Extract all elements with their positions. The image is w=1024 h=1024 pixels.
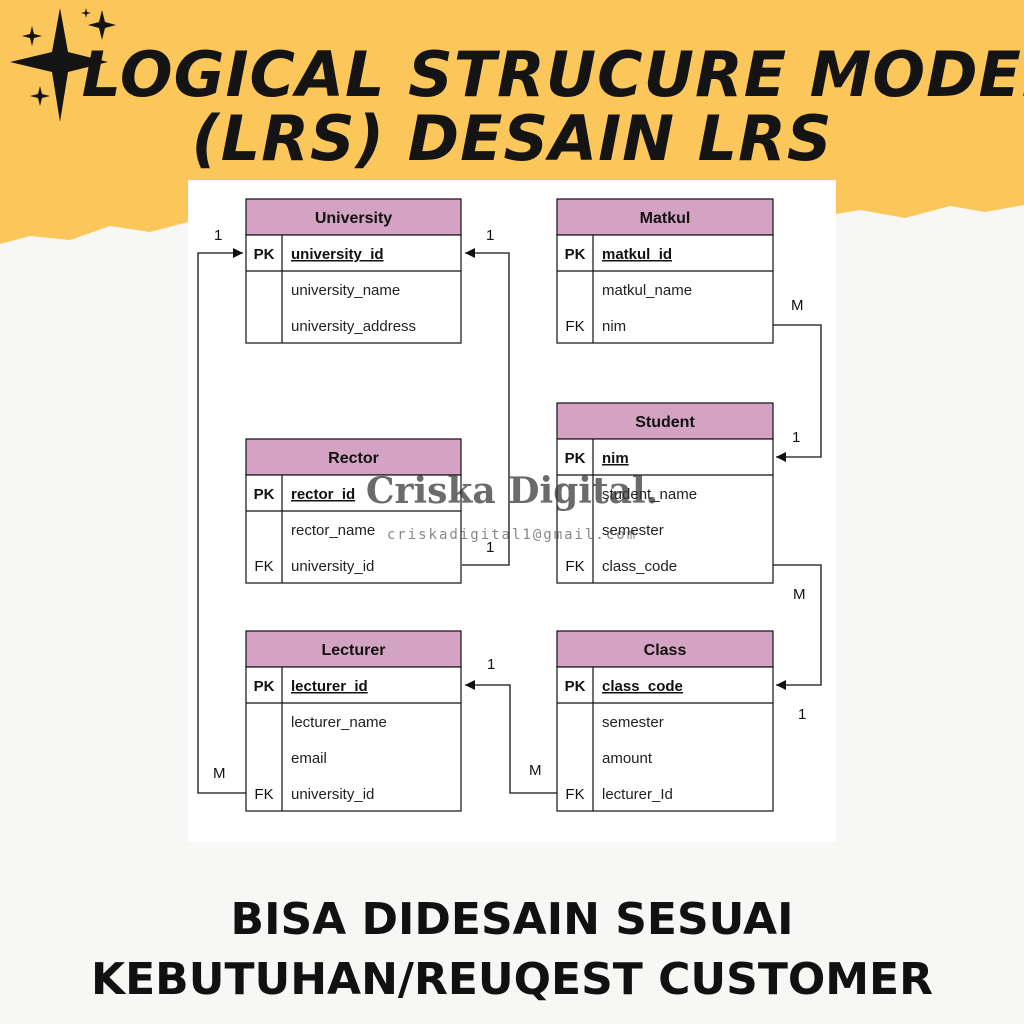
connector-rector-university [462, 248, 510, 566]
entity-rector[interactable]: Rector PK rector_id rector_name FK unive… [245, 438, 462, 584]
entity-title: Matkul [640, 210, 691, 227]
attribute: matkul_name [602, 282, 692, 299]
pk-attribute: lecturer_id [291, 678, 368, 695]
entity-title: Class [644, 642, 687, 659]
pk-label: PK [254, 246, 275, 263]
entity-title: Lecturer [321, 642, 385, 659]
fk-label: FK [254, 786, 273, 803]
pk-attribute: nim [602, 450, 629, 467]
connector-lecturer-university [197, 248, 246, 794]
cardinality-label: M [793, 586, 806, 603]
fk-attribute: university_id [291, 786, 374, 803]
connector-student-class [773, 564, 822, 690]
entity-title: Student [635, 414, 695, 431]
attribute: amount [602, 750, 653, 767]
fk-attribute: nim [602, 318, 626, 335]
pk-attribute: class_code [602, 678, 683, 695]
sparkle-icon [10, 8, 116, 122]
fk-label: FK [565, 318, 584, 335]
attribute: university_name [291, 282, 400, 299]
entity-matkul[interactable]: Matkul PK matkul_id matkul_name FK nim [556, 198, 774, 344]
attribute: email [291, 750, 327, 767]
entity-class[interactable]: Class PK class_code semester amount FK l… [556, 630, 774, 812]
connector-matkul-student [773, 324, 822, 462]
attribute: semester [602, 522, 664, 539]
fk-label: FK [565, 558, 584, 575]
pk-label: PK [254, 678, 275, 695]
cardinality-label: 1 [214, 227, 222, 244]
title-line-2: (LRS) DESAIN LRS [191, 102, 833, 175]
attribute: lecturer_name [291, 714, 387, 731]
fk-attribute: class_code [602, 558, 677, 575]
cardinality-label: M [529, 762, 542, 779]
entity-title: Rector [328, 450, 379, 467]
fk-label: FK [254, 558, 273, 575]
attribute: student_name [602, 486, 697, 503]
pk-label: PK [565, 246, 586, 263]
pk-label: PK [565, 450, 586, 467]
watermark-name: Criska Digital. [366, 470, 658, 512]
yellow-banner [0, 0, 1024, 244]
cardinality-label: 1 [486, 227, 494, 244]
cardinality-label: 1 [486, 539, 494, 556]
pk-label: PK [254, 486, 275, 503]
attribute: semester [602, 714, 664, 731]
footer-line-2: KEBUTUHAN/REUQEST CUSTOMER [91, 954, 933, 1005]
connector-class-lecturer [465, 680, 557, 794]
entity-title: University [315, 210, 392, 227]
fk-attribute: lecturer_Id [602, 786, 673, 803]
watermark-email: criskadigital1@gmail.com [387, 527, 637, 543]
fk-label: FK [565, 786, 584, 803]
pk-attribute: university_id [291, 246, 384, 263]
entity-university[interactable]: University PK university_id university_n… [245, 198, 462, 344]
cardinality-label: M [791, 297, 804, 314]
pk-attribute: rector_id [291, 486, 355, 503]
cardinality-label: 1 [487, 656, 495, 673]
entity-student[interactable]: Student PK nim student_name semester FK … [556, 402, 774, 584]
cardinality-label: 1 [792, 429, 800, 446]
footer-line-1: BISA DIDESAIN SESUAI [230, 894, 794, 945]
title-line-1: LOGICAL STRUCURE MODEL [81, 38, 1024, 111]
entity-lecturer[interactable]: Lecturer PK lecturer_id lecturer_name em… [245, 630, 462, 812]
fk-attribute: university_id [291, 558, 374, 575]
cardinality-label: 1 [798, 706, 806, 723]
attribute: university_address [291, 318, 416, 335]
cardinality-label: M [213, 765, 226, 782]
pk-label: PK [565, 678, 586, 695]
attribute: rector_name [291, 522, 375, 539]
pk-attribute: matkul_id [602, 246, 672, 263]
